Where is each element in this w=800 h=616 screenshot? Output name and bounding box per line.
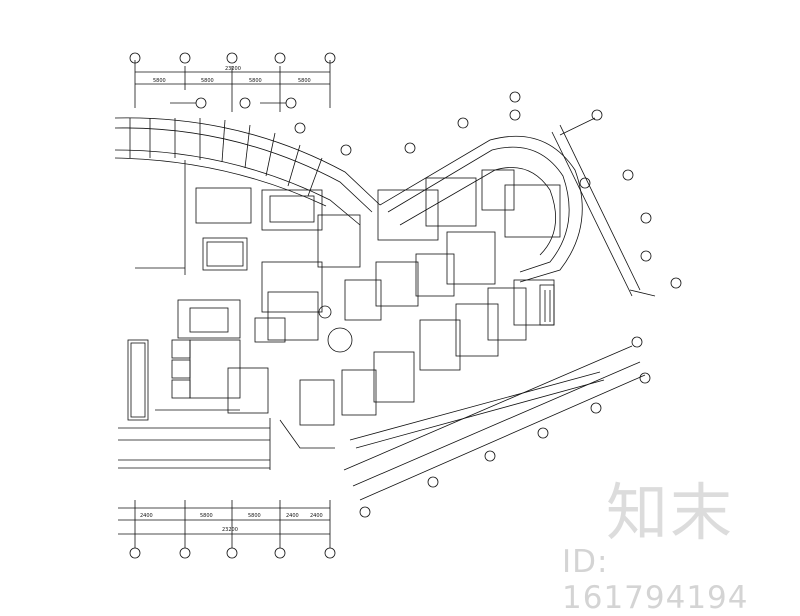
- dim-label: 2400: [286, 513, 299, 519]
- dim-label: 5800: [201, 78, 214, 84]
- dim-label: 5800: [298, 78, 311, 84]
- dim-total: 23200: [222, 527, 238, 533]
- curved-end-wing: [379, 91, 682, 297]
- grid-bubble-bottom: [129, 547, 141, 559]
- dim-label: 5800: [249, 78, 262, 84]
- angled-dimension-chain: [343, 336, 651, 518]
- curved-facade: [114, 117, 381, 226]
- dim-label: 5800: [200, 513, 213, 519]
- top-dimension-group: [129, 52, 336, 112]
- left-core-block: [127, 160, 269, 421]
- bottom-band: [118, 371, 605, 470]
- grid-bubble-bottom: [179, 547, 191, 559]
- dim-label: 2400: [310, 513, 323, 519]
- grid-bubble-top: [324, 52, 336, 64]
- grid-bubble-top: [179, 52, 191, 64]
- grid-bubble-bottom: [226, 547, 238, 559]
- bottom-dimension-group: [118, 500, 336, 559]
- guest-room-clusters: [254, 169, 561, 426]
- floor-plan-drawing: 5800 5800 5800 5800 23200 2400 5800 5800…: [114, 52, 682, 559]
- dim-label: 2400: [140, 513, 153, 519]
- watermark-logo: 知末: [606, 476, 735, 549]
- grid-bubble-bottom: [274, 547, 286, 559]
- grid-bubble-top: [274, 52, 286, 64]
- grid-bubble-top: [129, 52, 141, 64]
- grid-bubble-top: [226, 52, 238, 64]
- dim-label: 5800: [248, 513, 261, 519]
- dimension-labels: 5800 5800 5800 5800 23200 2400 5800 5800…: [140, 66, 323, 533]
- grid-bubble-bottom: [324, 547, 336, 559]
- dim-total: 23200: [225, 66, 241, 72]
- watermark-id: ID: 161794194: [562, 544, 749, 616]
- dim-label: 5800: [153, 78, 166, 84]
